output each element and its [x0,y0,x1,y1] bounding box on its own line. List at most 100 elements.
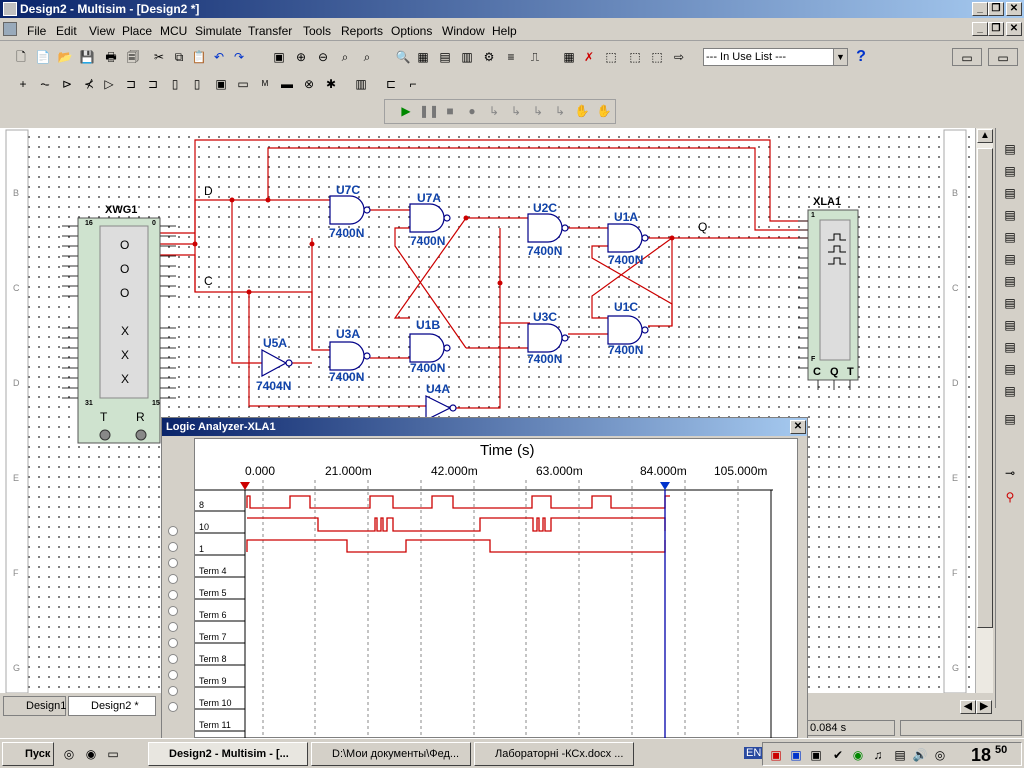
mcu-icon[interactable]: ▥ [355,77,367,91]
copy-icon[interactable]: ⧉ [174,50,184,64]
pause-icon[interactable]: ❚❚ [419,104,440,118]
help-icon[interactable]: ? [856,48,866,65]
horizontal-scroll-buttons[interactable]: ◀ ▶ [960,700,992,716]
scroll-up-icon[interactable]: ▲ [977,129,993,143]
basic-icon[interactable]: ⏦ [40,77,50,91]
function-generator-icon[interactable]: ▤ [1004,164,1016,178]
tray-icon[interactable]: ▤ [894,748,906,762]
menu-reports[interactable]: Reports [341,24,384,38]
maximize-button[interactable]: ❐ [988,2,1004,16]
spreadsheet-icon[interactable]: ▤ [439,50,451,64]
electromechanical-icon[interactable]: ✱ [325,77,337,91]
ttl-icon[interactable]: ⊐ [125,77,137,91]
undo-icon[interactable]: ↶ [213,50,225,64]
logic-converter-icon[interactable]: ▤ [1004,340,1016,354]
doc-close-button[interactable]: ✕ [1006,22,1022,36]
in-use-list-select[interactable]: --- In Use List --- ▼ [703,48,848,66]
menu-help[interactable]: Help [492,24,517,38]
run-icon[interactable]: ▶ [401,104,411,118]
channel-radio[interactable] [168,622,178,632]
logic-analyzer-title[interactable]: Logic Analyzer-XLA1 [162,418,807,436]
channel-radio[interactable] [168,638,178,648]
hierarchical-icon[interactable]: ⊏ [385,77,397,91]
chevron-down-icon[interactable]: ▼ [833,49,847,65]
agilent-icon[interactable]: ▤ [1004,412,1016,426]
channel-radio[interactable] [168,654,178,664]
tray-icon[interactable]: ◉ [852,748,864,762]
bus-icon[interactable]: ⌐ [409,77,417,91]
logic-analyzer-close-button[interactable]: ✕ [790,420,806,434]
analysis-icon[interactable]: ≡ [507,50,515,64]
new-file-icon[interactable]: 📄 [35,50,51,64]
menu-simulate[interactable]: Simulate [195,24,242,38]
menu-tools[interactable]: Tools [303,24,332,38]
doc-restore-button[interactable]: ❐ [988,22,1004,36]
stop-icon[interactable]: ■ [446,104,454,118]
minimize-button[interactable]: _ [972,2,988,16]
menu-options[interactable]: Options [391,24,433,38]
step-icon[interactable]: ↳ [488,104,500,118]
analog-icon[interactable]: ▷ [104,77,114,91]
component-wizard-icon[interactable]: ⚙ [483,50,495,64]
diode-icon[interactable]: ⊳ [61,77,73,91]
cmos-icon[interactable]: ⊐ [147,77,159,91]
task-word[interactable]: Лабораторні -КСх.docx ... [474,742,634,766]
u5a-label[interactable]: U5A [263,336,288,350]
layout-icon[interactable]: ▭ [988,48,1018,66]
u3a-label[interactable]: U3A [336,327,361,341]
erc-icon[interactable]: ▦ [563,50,575,64]
close-button[interactable]: ✕ [1006,2,1022,16]
menu-view[interactable]: View [89,24,115,38]
u4a-label[interactable]: U4A [426,382,451,396]
menu-file[interactable]: File [27,24,47,38]
postprocessor-icon[interactable]: ⎍ [530,50,540,64]
channel-radio[interactable] [168,526,178,536]
new-icon[interactable]: 🗋 [16,50,26,64]
transistor-icon[interactable]: ⊀ [83,77,95,91]
transfer-icon[interactable]: ⬚ [605,50,617,64]
mixed-icon[interactable]: ▯ [193,77,201,91]
step-into-icon[interactable]: ↳ [532,104,544,118]
peripheral-icon[interactable]: ▬ [281,77,293,91]
u3c-label[interactable]: U3C [533,310,558,324]
volume-icon[interactable]: 🔊 [912,748,928,762]
logic-analyzer-window[interactable]: Logic Analyzer-XLA1 ✕ Time (s) 0.000 21.… [161,417,808,739]
task-folder[interactable]: D:\Мои документы\Фед... [311,742,471,766]
channel-radio[interactable] [168,574,178,584]
misc-digital-icon[interactable]: ▯ [171,77,179,91]
menu-edit[interactable]: Edit [56,24,77,38]
channel-radio[interactable] [168,558,178,568]
vertical-scrollbar[interactable]: ▲ [975,128,993,693]
menu-window[interactable]: Window [442,24,485,38]
step-out-icon[interactable]: ↳ [554,104,566,118]
task-multisim[interactable]: Design2 - Multisim - [... [148,742,308,766]
u1a-label[interactable]: U1A [614,210,639,224]
bode-plotter-icon[interactable]: ▤ [1004,252,1016,266]
rf-icon[interactable]: ⊗ [303,77,315,91]
u1c-label[interactable]: U1C [614,300,639,314]
cut-icon[interactable]: ✂ [153,50,165,64]
quicklaunch-media-icon[interactable]: ◉ [85,747,97,761]
tray-icon[interactable]: ▣ [770,748,782,762]
pin-icon[interactable]: ● [468,104,476,118]
channel-radio[interactable] [168,670,178,680]
quicklaunch-ie-icon[interactable]: ◎ [63,747,75,761]
backannotate-icon[interactable]: ⬚ [629,50,641,64]
start-button[interactable]: Пуск [2,742,54,766]
zoom-in-icon[interactable]: ⊕ [295,50,307,64]
tray-icon[interactable]: ✔ [832,748,844,762]
misc-icon[interactable]: M [261,79,269,88]
zoom-area-icon[interactable]: ⌕ [341,50,349,64]
u1b-label[interactable]: U1B [416,318,441,332]
word-generator-icon[interactable]: ▤ [1004,296,1016,310]
tray-icon[interactable]: ◎ [934,748,946,762]
breakpoint-icon[interactable]: ✋ [596,104,612,118]
distortion-analyzer-icon[interactable]: ▤ [1004,384,1016,398]
menu-mcu[interactable]: MCU [160,24,188,38]
scroll-thumb[interactable] [977,148,993,628]
tray-icon[interactable]: ♫ [873,748,883,762]
print-icon[interactable]: 🖶 [105,50,117,64]
redo-icon[interactable]: ↷ [233,50,245,64]
u7c-label[interactable]: U7C [336,183,361,197]
four-channel-scope-icon[interactable]: ▤ [1004,230,1016,244]
